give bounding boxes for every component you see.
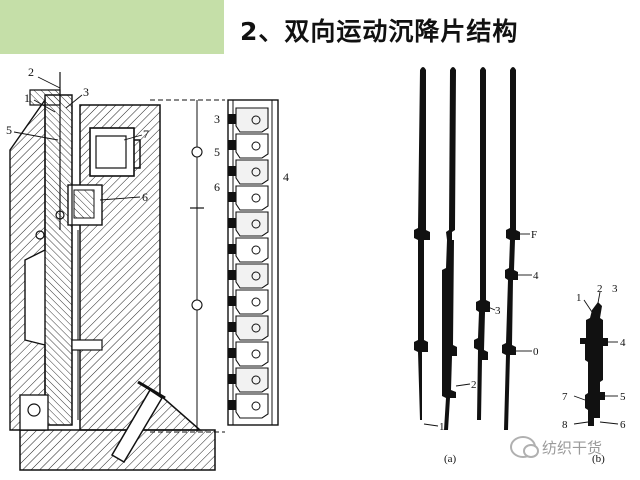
rack-cell-hole	[251, 271, 261, 281]
rack-label-4: 4	[283, 170, 289, 184]
rack-cell-hole	[251, 349, 261, 359]
rack-cell-hole	[251, 297, 261, 307]
fig-b-label-3: 3	[612, 283, 618, 295]
title-banner	[0, 0, 224, 54]
rack-cell-hole	[251, 115, 261, 125]
fig-b-label-2: 2	[597, 283, 603, 295]
sinker-rack	[227, 99, 279, 426]
fig-b-label-6: 6	[620, 419, 626, 431]
fig-b-label-1: 1	[576, 292, 582, 304]
fig-b-label-4: 4	[620, 337, 626, 349]
left-label-2: 2	[28, 65, 34, 79]
rack-cell-hole	[251, 375, 261, 385]
left-label-6: 6	[142, 190, 148, 204]
rack-cell-hole	[251, 167, 261, 177]
fig-a-label-4: 4	[533, 270, 539, 282]
rack-cell-tab	[228, 114, 236, 124]
fig-a-caption: (a)	[444, 453, 457, 465]
rack-cell-hole	[251, 245, 261, 255]
rack-label-3: 3	[214, 112, 220, 126]
left-label-3: 3	[83, 85, 89, 99]
rack-cell-tab	[228, 192, 236, 202]
left-label-7: 7	[143, 127, 149, 141]
fig-a-label-3: 3	[495, 305, 501, 317]
rack-cell-tab	[228, 270, 236, 280]
fig-a-label-0: 0	[533, 346, 539, 358]
rack-cell-tab	[228, 348, 236, 358]
fig-a-label-F: F	[531, 229, 537, 241]
fig-b-label-8: 8	[562, 419, 568, 431]
fig-b-caption: (b)	[592, 453, 605, 465]
watermark-text: 纺织干货	[542, 438, 603, 457]
slide-title: 2、双向运动沉降片结构	[240, 17, 519, 46]
rack-cell-tab	[228, 166, 236, 176]
left-label-5: 5	[6, 123, 12, 137]
fig-a-label-1: 1	[439, 421, 445, 433]
rack-cell-tab	[228, 244, 236, 254]
rack-cell-tab	[228, 296, 236, 306]
rack-cell-hole	[251, 323, 261, 333]
cam-box-cross-section	[9, 72, 225, 471]
figure-b-sinker	[573, 291, 619, 426]
wechat-icon	[510, 436, 539, 458]
rack-cell-tab	[228, 140, 236, 150]
rack-cell-tab	[228, 218, 236, 228]
figure-a-sinkers	[414, 67, 532, 430]
rack-cell-tab	[228, 374, 236, 384]
fig-b-label-7: 7	[562, 391, 568, 403]
fig-b-label-5: 5	[620, 391, 626, 403]
rack-cell-tab	[228, 322, 236, 332]
rack-cell-hole	[251, 401, 261, 411]
rack-cell-tab	[228, 400, 236, 410]
rack-cell-hole	[251, 141, 261, 151]
rack-label-5: 5	[214, 145, 220, 159]
rack-cell-hole	[251, 193, 261, 203]
rack-label-6: 6	[214, 180, 220, 194]
rack-cell-hole	[251, 219, 261, 229]
left-label-1: 1	[24, 91, 30, 105]
watermark: 纺织干货	[510, 436, 602, 458]
fig-a-label-2: 2	[471, 379, 477, 391]
